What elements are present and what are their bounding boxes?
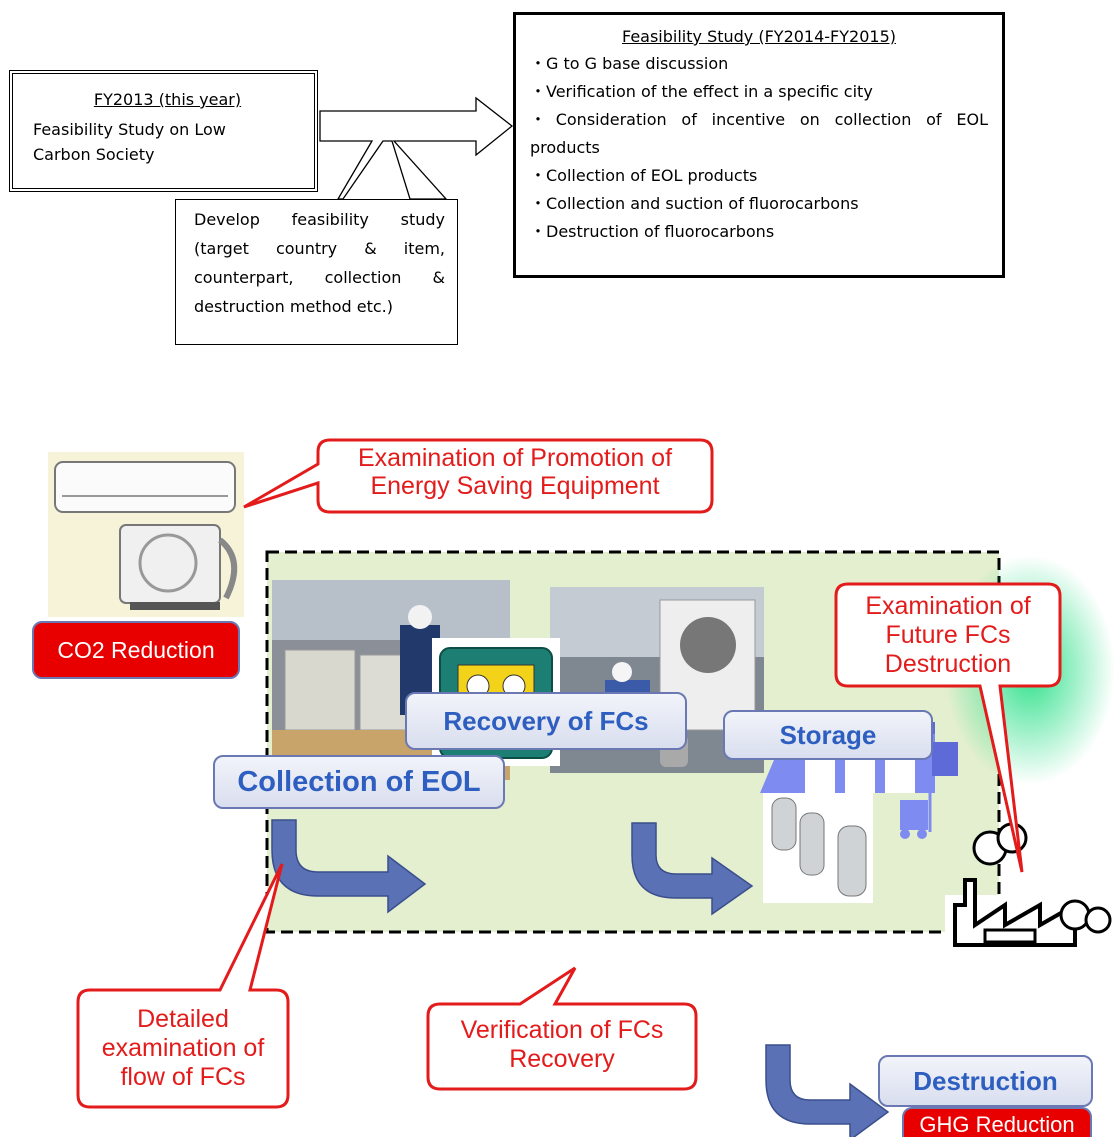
fy2013-line-2: Carbon Society: [33, 145, 155, 164]
gas-cylinder-icon: [763, 793, 873, 903]
callout-verification-text: Verification of FCs Recovery: [428, 1016, 696, 1074]
fy2013-title: FY2013 (this year): [93, 90, 242, 109]
co2-reduction-badge: CO2 Reduction: [32, 621, 240, 679]
callout-verification-line: Recovery: [509, 1045, 615, 1073]
develop-box: Develop feasibility study (target countr…: [175, 199, 458, 345]
destruction-label: Destruction: [878, 1055, 1093, 1107]
callout-future-line: Destruction: [884, 650, 1012, 678]
flow-arrows: [271, 819, 890, 1137]
feasibility-item: ・Consideration of incentive on collectio…: [530, 110, 988, 157]
callout-future-text: Examination of Future FCs Destruction: [836, 592, 1060, 679]
flow-arrow: [271, 819, 427, 914]
feasibility-box: Feasibility Study (FY2014-FY2015) ・G to …: [513, 12, 1005, 278]
feasibility-item: ・Collection and suction of fluorocarbons: [530, 194, 859, 213]
callout-promotion-text: Examination of Promotion of Energy Savin…: [318, 444, 712, 500]
callout-future-line: Future FCs: [885, 621, 1011, 649]
fy2013-box: FY2013 (this year) Feasibility Study on …: [9, 70, 318, 192]
air-conditioner-icon: [48, 452, 244, 617]
storage-label: Storage: [723, 710, 933, 760]
fy2013-line-1: Feasibility Study on Low: [33, 120, 226, 139]
timeline-arrow-shape: [319, 96, 514, 200]
callout-detailed-line: flow of FCs: [120, 1063, 246, 1091]
callout-future: [834, 582, 1062, 873]
callout-verification: [426, 966, 698, 1091]
forklift-icon: [900, 790, 932, 839]
feasibility-item: ・G to G base discussion: [530, 54, 729, 73]
recovery-of-fcs-label: Recovery of FCs: [405, 692, 687, 750]
collection-of-eol-label: Collection of EOL: [213, 755, 505, 809]
callout-detailed: [76, 863, 290, 1109]
flow-arrow: [631, 822, 754, 916]
develop-text: Develop feasibility study (target countr…: [194, 210, 445, 316]
callout-future-line: Examination of: [865, 592, 1031, 620]
callout-detailed-text: Detailed examination of flow of FCs: [78, 1005, 288, 1092]
callout-shapes: [76, 438, 1062, 1109]
feasibility-item: ・Collection of EOL products: [530, 166, 758, 185]
feasibility-item: ・Destruction of fluorocarbons: [530, 222, 775, 241]
callout-promotion-line: Energy Saving Equipment: [370, 472, 660, 500]
flow-arrow: [765, 1044, 890, 1137]
callout-detailed-line: examination of: [101, 1034, 265, 1062]
callout-verification-line: Verification of FCs: [460, 1016, 664, 1044]
factory-icon: [945, 822, 1112, 953]
feasibility-list: ・G to G base discussion ・Verification of…: [530, 50, 988, 246]
callout-detailed-line: Detailed: [137, 1005, 229, 1033]
feasibility-item: ・Verification of the effect in a specifi…: [530, 82, 873, 101]
callout-promotion: [243, 438, 714, 514]
feasibility-title: Feasibility Study (FY2014-FY2015): [621, 27, 896, 46]
callout-promotion-line: Examination of Promotion of: [357, 444, 673, 472]
ghg-reduction-badge: GHG Reduction: [902, 1107, 1092, 1137]
